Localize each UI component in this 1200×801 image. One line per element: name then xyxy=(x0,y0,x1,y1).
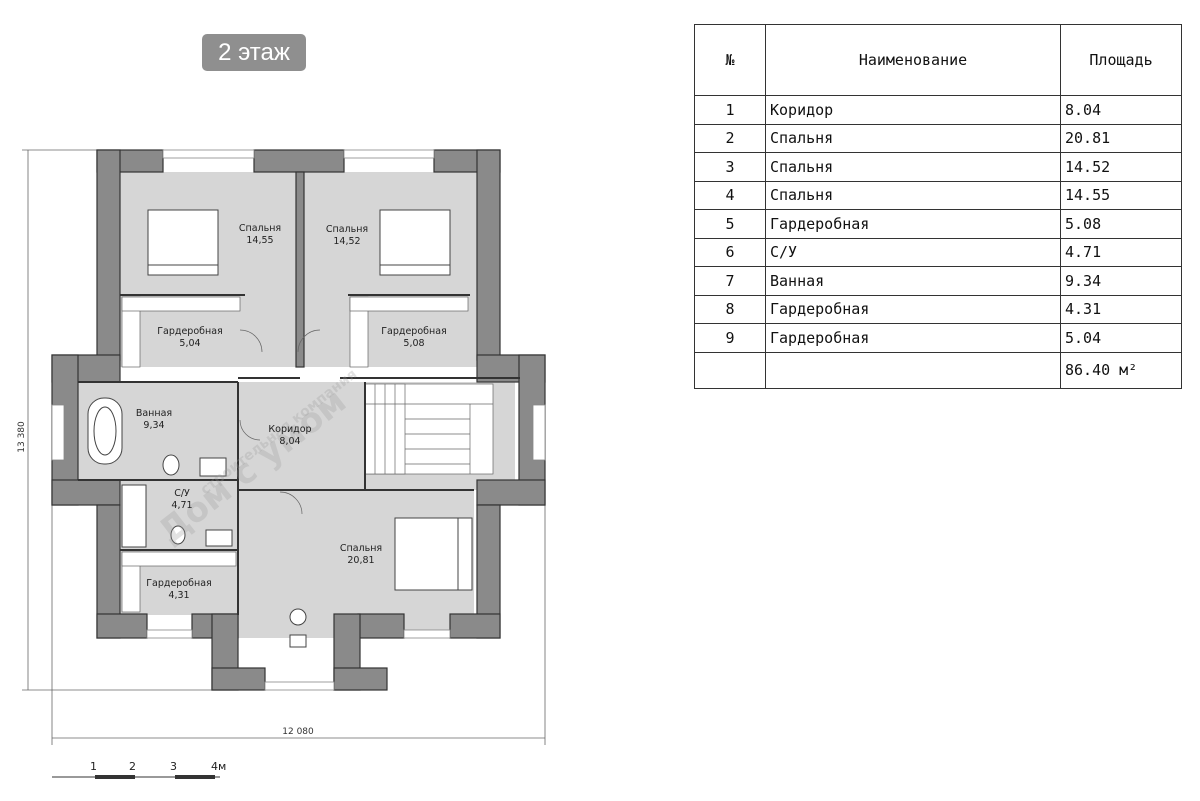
door-swings xyxy=(239,329,321,515)
width-dimension: 12 080 xyxy=(282,727,314,737)
cell-area: 9.34 xyxy=(1060,266,1182,296)
cell-num: 2 xyxy=(694,123,766,153)
cell-area: 4.31 xyxy=(1060,294,1182,324)
room-label-name: Гардеробная xyxy=(381,326,447,337)
room-label-area: 14,52 xyxy=(333,236,360,247)
column-header-area: Площадь xyxy=(1060,24,1182,96)
cell-num: 7 xyxy=(694,266,766,296)
cell-area: 14.55 xyxy=(1060,180,1182,210)
room-labels: Спальня 14,55 Спальня 14,52 Гардеробная … xyxy=(136,223,447,601)
cell-num xyxy=(694,351,766,389)
room-label-area: 5,08 xyxy=(403,338,424,349)
table-total-row: 86.40 м² xyxy=(694,351,1182,389)
room-label-name: Гардеробная xyxy=(146,578,212,589)
cell-area: 4.71 xyxy=(1060,237,1182,267)
scale-bar: 1 2 3 4м xyxy=(52,760,226,779)
beds xyxy=(147,209,473,591)
cell-num: 9 xyxy=(694,323,766,353)
scale-label: 3 xyxy=(170,760,177,773)
cell-name: Коридор xyxy=(765,95,1061,125)
room-label-name: Спальня xyxy=(340,543,382,554)
cell-name: Гардеробная xyxy=(765,294,1061,324)
cell-name: Спальня xyxy=(765,123,1061,153)
room-label-area: 8,04 xyxy=(279,436,300,447)
room-label-name: Спальня xyxy=(326,224,368,235)
room-label-area: 4,71 xyxy=(171,500,192,511)
cell-name: Спальня xyxy=(765,152,1061,182)
cell-name: Гардеробная xyxy=(765,209,1061,239)
floor-badge: 2 этаж xyxy=(202,34,306,71)
windows xyxy=(51,149,546,691)
cell-name: Спальня xyxy=(765,180,1061,210)
room-label-area: 5,04 xyxy=(179,338,200,349)
cell-area: 5.08 xyxy=(1060,209,1182,239)
room-label-area: 20,81 xyxy=(347,555,374,566)
total-area: 86.40 м² xyxy=(1060,351,1182,389)
cell-num: 1 xyxy=(694,95,766,125)
cell-num: 6 xyxy=(694,237,766,267)
walls xyxy=(51,149,546,691)
room-label-name: Ванная xyxy=(136,408,172,419)
bath-fixtures xyxy=(87,397,233,548)
cell-area: 14.52 xyxy=(1060,152,1182,182)
cell-area: 20.81 xyxy=(1060,123,1182,153)
room-label-area: 4,31 xyxy=(168,590,189,601)
cell-name: Ванная xyxy=(765,266,1061,296)
column-header-name: Наименование xyxy=(765,24,1061,96)
scale-label: 2 xyxy=(129,760,136,773)
cell-num: 8 xyxy=(694,294,766,324)
cell-area: 8.04 xyxy=(1060,95,1182,125)
cell-name: С/У xyxy=(765,237,1061,267)
floor-plan: 13 380 12 080 xyxy=(17,149,546,779)
chair xyxy=(289,608,307,648)
cell-area: 5.04 xyxy=(1060,323,1182,353)
room-label-name: Коридор xyxy=(268,424,311,435)
cell-num: 4 xyxy=(694,180,766,210)
interior-walls xyxy=(78,294,520,615)
cell-name: Гардеробная xyxy=(765,323,1061,353)
wardrobe-racks xyxy=(121,296,469,613)
scale-label: 4м xyxy=(211,760,226,773)
cell-name xyxy=(765,351,1061,389)
cell-num: 3 xyxy=(694,152,766,182)
staircase xyxy=(364,383,494,475)
room-label-name: Спальня xyxy=(239,223,281,234)
table-header-row: № Наименование Площадь xyxy=(694,24,1182,96)
scale-label: 1 xyxy=(90,760,97,773)
room-label-name: Гардеробная xyxy=(157,326,223,337)
height-dimension: 13 380 xyxy=(17,421,27,453)
floor-plan-drawing: 13 380 12 080 xyxy=(17,149,546,779)
room-label-area: 9,34 xyxy=(143,420,164,431)
column-header-num: № xyxy=(694,24,766,96)
cell-num: 5 xyxy=(694,209,766,239)
room-label-area: 14,55 xyxy=(246,235,273,246)
room-label-name: С/У xyxy=(174,488,190,499)
